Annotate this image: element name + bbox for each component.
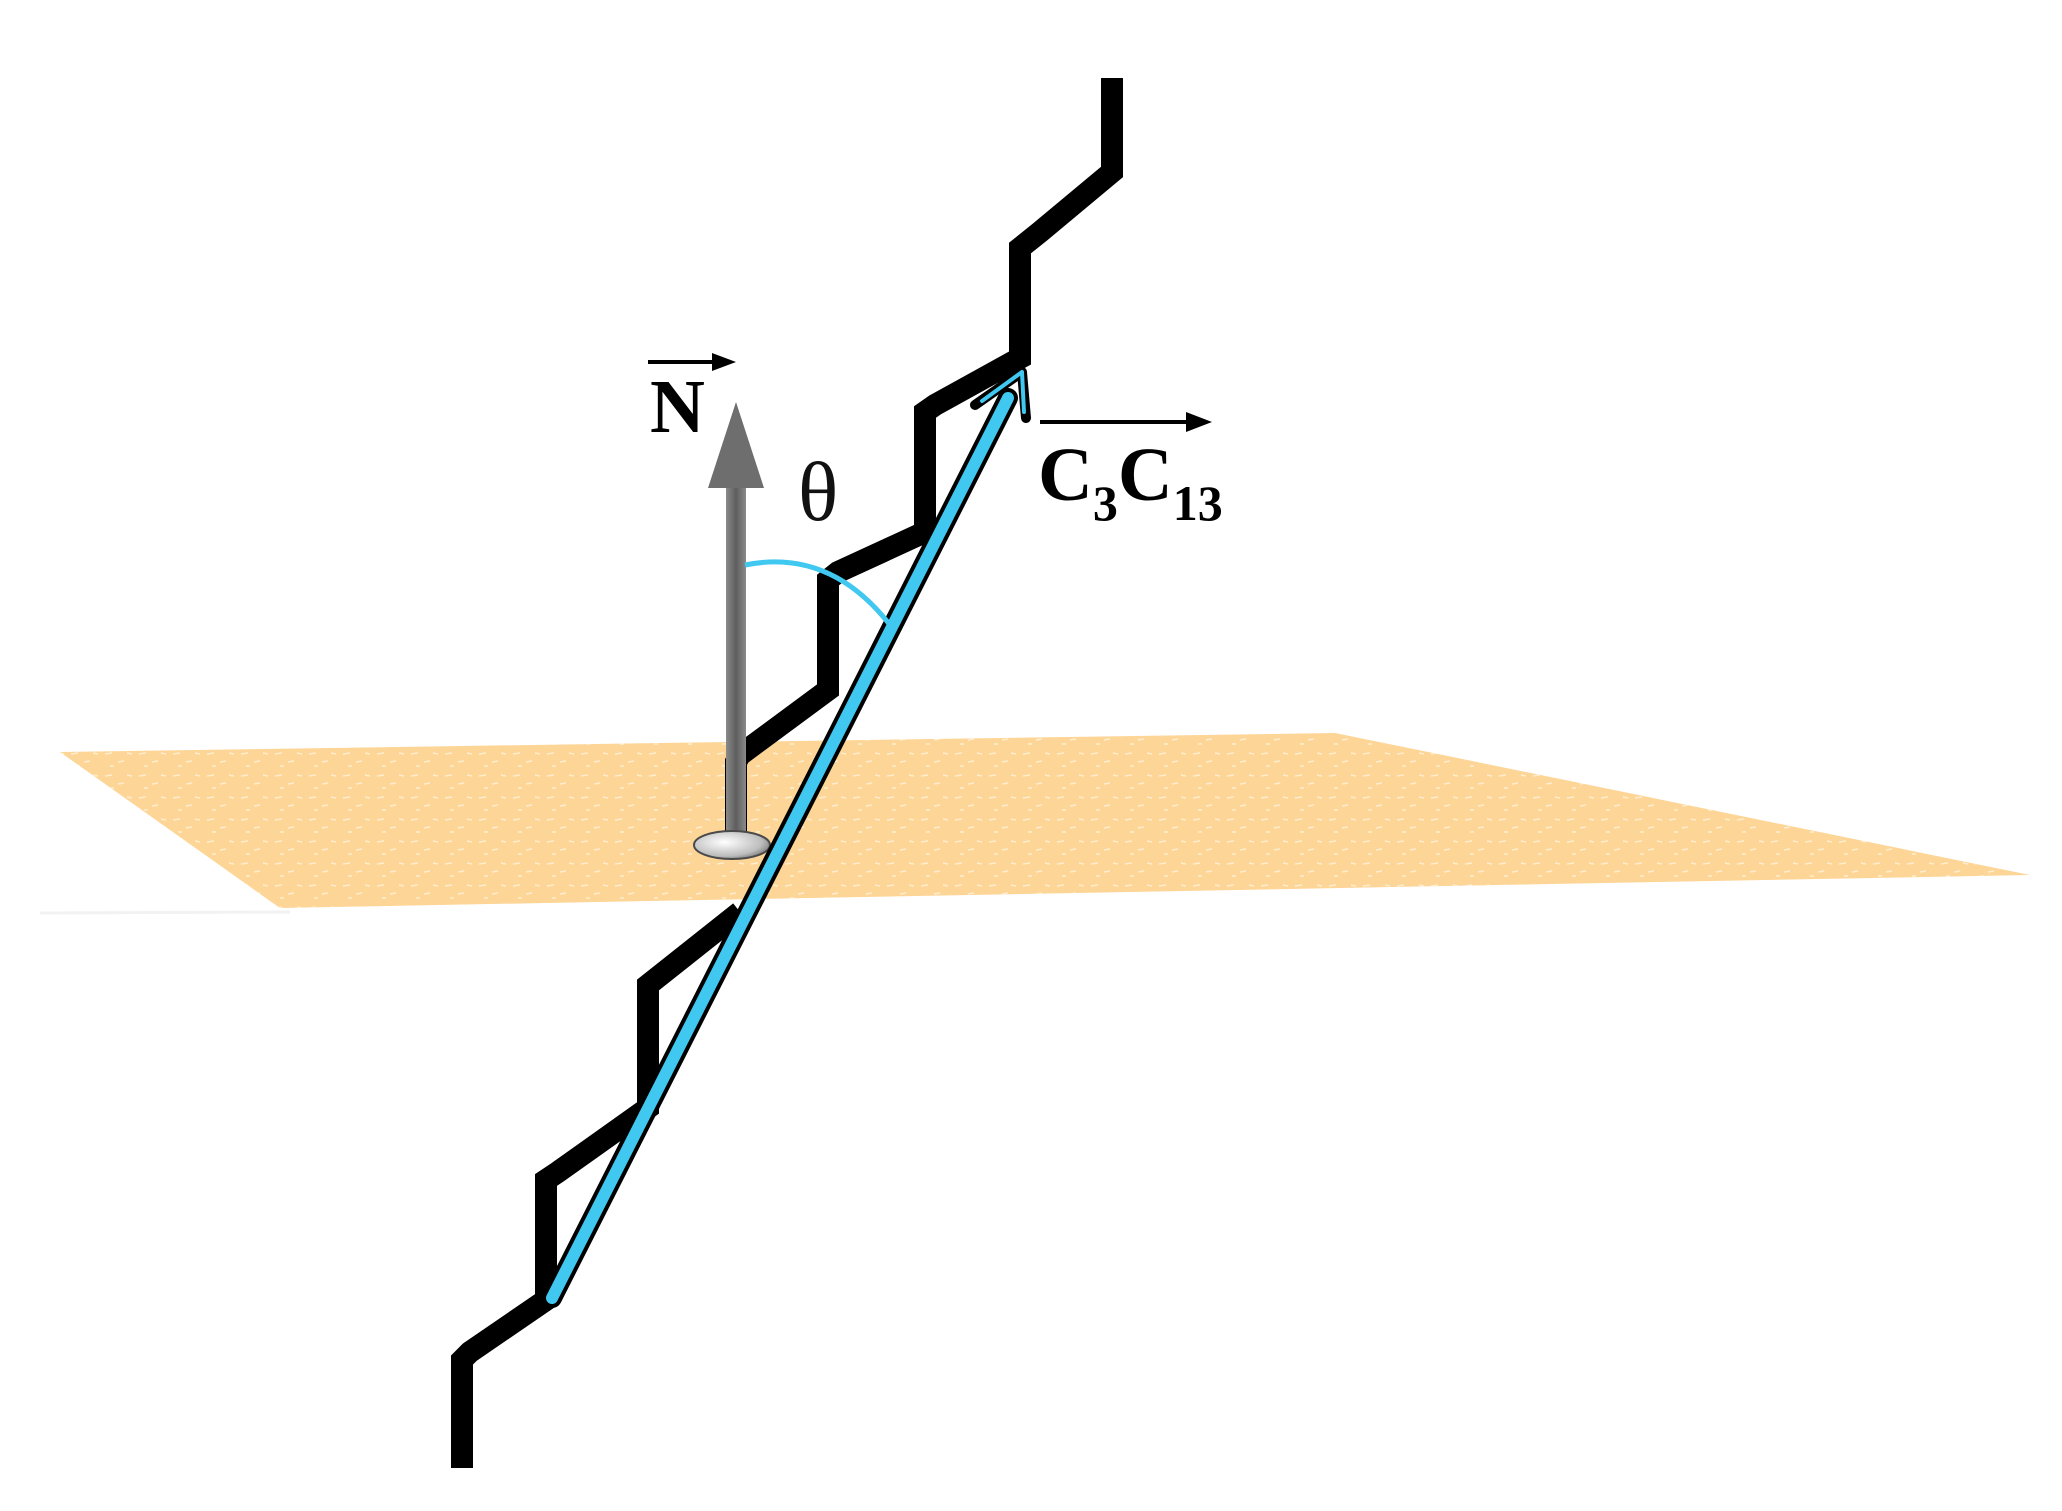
atom-marker [693, 830, 771, 860]
plane-horizon-line [39, 910, 291, 915]
alkyl-chain-upper [725, 78, 1123, 840]
bond-sub-second: 13 [1173, 475, 1223, 531]
bond-vector-label: C3C13 [1038, 412, 1223, 531]
normal-vector-arrowhead [708, 402, 764, 488]
bond-vector-arrowhead-fill [980, 370, 1026, 414]
bond-sub-first: 3 [1093, 475, 1118, 531]
n-overarrow-head [712, 353, 736, 371]
angle-theta-arc [744, 559, 892, 627]
bond-c-second: C [1118, 433, 1173, 517]
normal-vector-text: N [650, 365, 705, 449]
membrane-plane [39, 733, 2030, 915]
bond-vector-c3-c13 [542, 367, 1031, 1308]
normal-vector-label: N [648, 353, 736, 449]
normal-vector [708, 402, 764, 845]
normal-vector-shaft [726, 470, 746, 845]
bond-vector-text: C3C13 [1038, 433, 1223, 531]
alkyl-chain-lower [451, 903, 747, 1468]
bond-vector-shaft-fill [546, 392, 1014, 1304]
plane-speckle [60, 733, 2030, 908]
angle-theta-label: θ [798, 446, 838, 539]
bond-c-first: C [1038, 433, 1093, 517]
c3c13-overarrow-head [1186, 412, 1212, 432]
